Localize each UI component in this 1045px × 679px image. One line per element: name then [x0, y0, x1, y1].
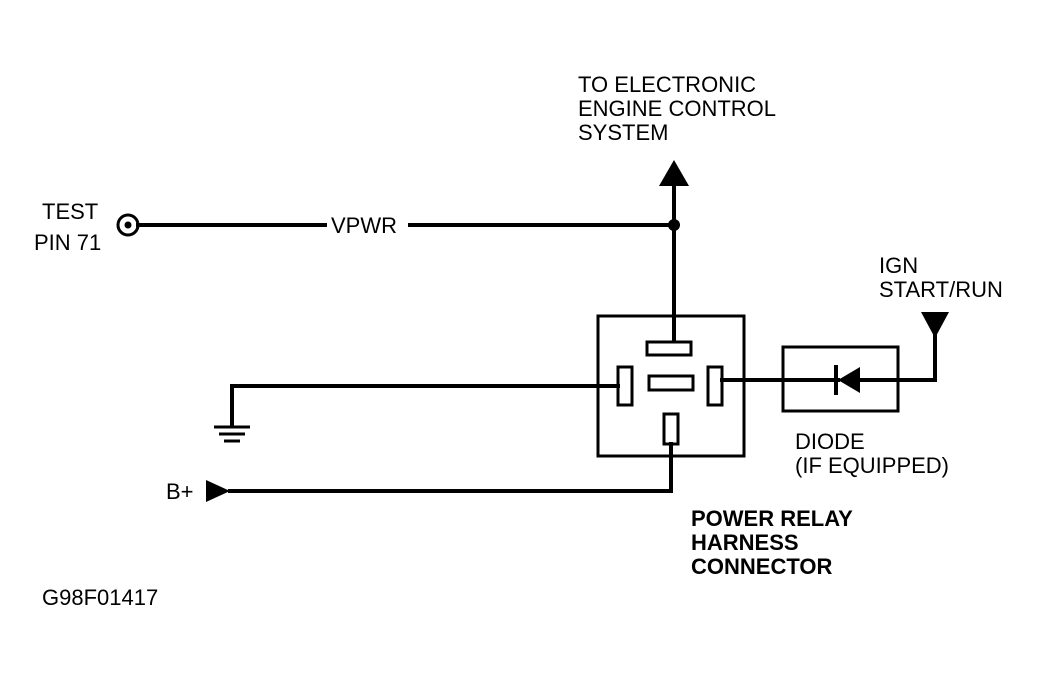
relay-terminal-top [645, 340, 693, 357]
diode-label-line1: DIODE [795, 429, 865, 454]
ign-terminal-icon [921, 312, 949, 338]
diode-icon [838, 367, 860, 393]
relay-terminal-left [616, 365, 634, 407]
bplus-terminal-icon [206, 480, 230, 502]
figure-id: G98F01417 [42, 585, 158, 610]
eec-label-line1: TO ELECTRONIC [578, 72, 756, 97]
test-label-line2: PIN 71 [34, 230, 101, 255]
ign-label-line2: START/RUN [879, 277, 1003, 302]
bplus-label: B+ [166, 479, 194, 504]
relay-terminal-center [647, 374, 695, 392]
test-label-line1: TEST [42, 199, 98, 224]
relay-terminal-bottom [662, 412, 680, 446]
ign-label-line1: IGN [879, 253, 918, 278]
eec-label-line3: SYSTEM [578, 120, 668, 145]
diode-label-line2: (IF EQUIPPED) [795, 453, 949, 478]
connector-label-line3: CONNECTOR [691, 554, 832, 579]
connector-label-line2: HARNESS [691, 530, 799, 555]
eec-label-line2: ENGINE CONTROL [578, 96, 776, 121]
test-pin-center [124, 221, 132, 229]
relay-terminal-right [706, 365, 724, 407]
connector-label-line1: POWER RELAY [691, 506, 853, 531]
vpwr-label: VPWR [331, 213, 397, 238]
eec-arrow-icon [659, 160, 689, 186]
